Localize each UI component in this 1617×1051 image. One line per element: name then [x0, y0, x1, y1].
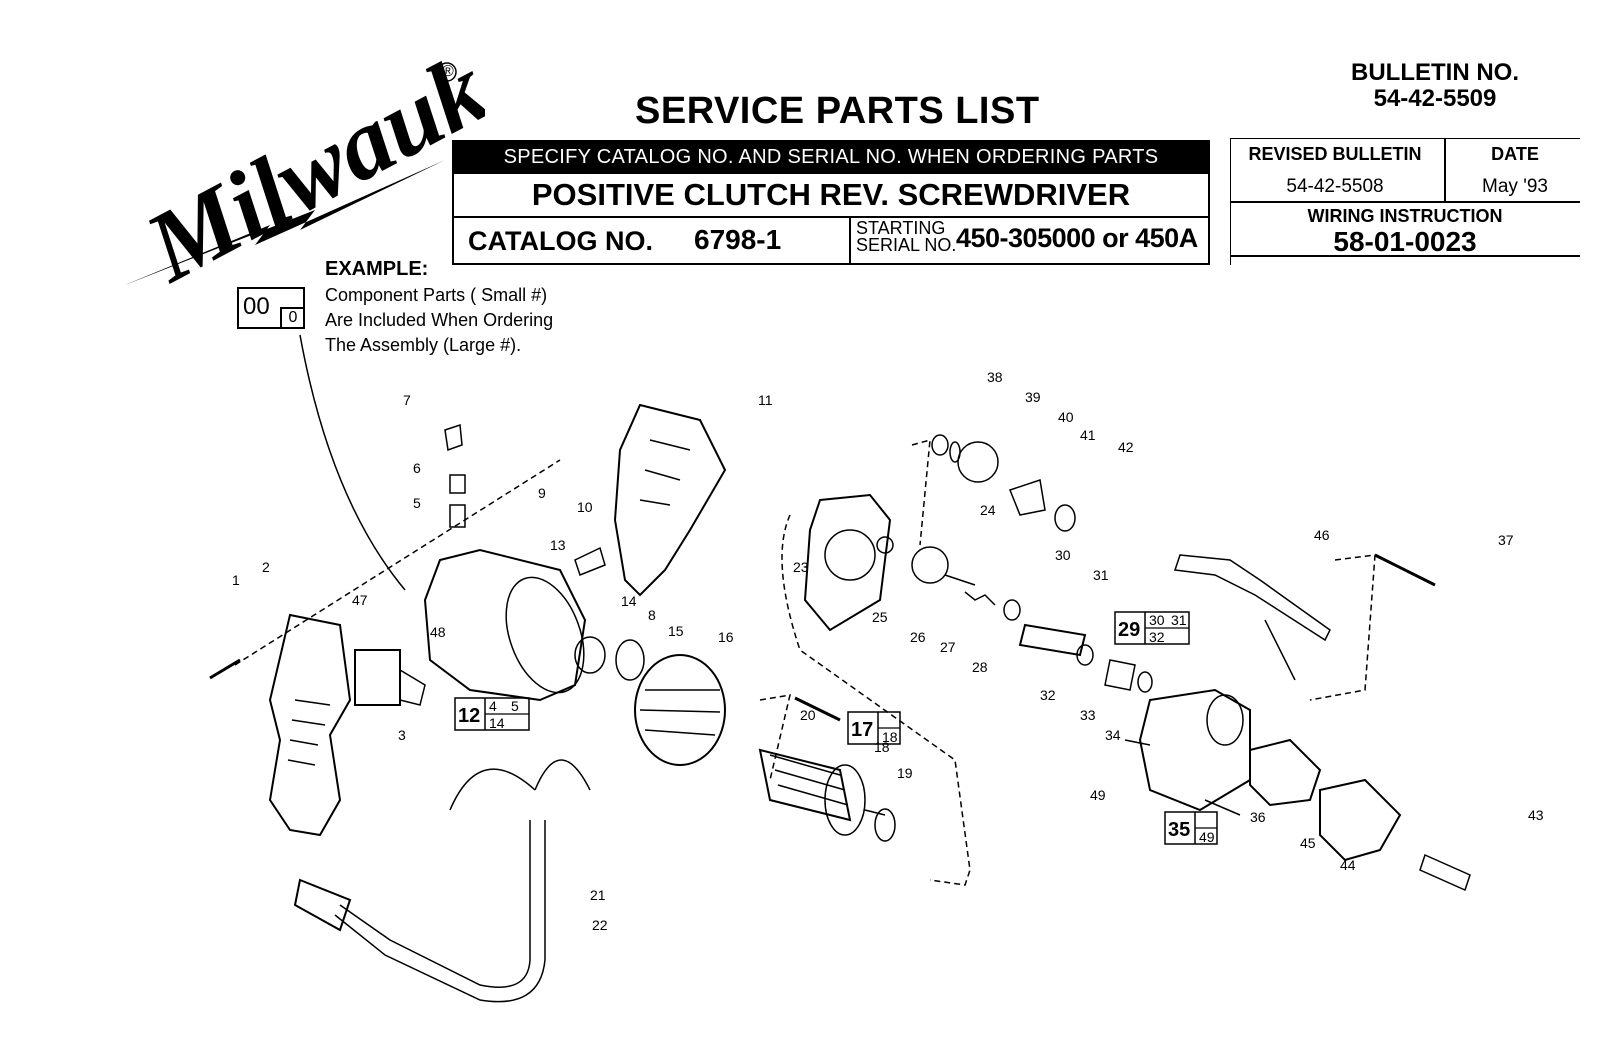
- example-small-number: 0: [280, 307, 304, 329]
- example-line: Are Included When Ordering: [325, 310, 554, 330]
- example-line: Component Parts ( Small #): [325, 285, 548, 305]
- assembly-number: 29: [1118, 619, 1140, 641]
- part-number-label: 44: [1340, 857, 1356, 873]
- part-number-label: 5: [413, 495, 421, 511]
- serial-label-line2: SERIAL NO.: [856, 235, 957, 255]
- part-number-label: 41: [1080, 427, 1096, 443]
- part-number-label: 2: [262, 559, 270, 575]
- product-name: POSITIVE CLUTCH REV. SCREWDRIVER: [452, 174, 1210, 218]
- part-number-label: 37: [1498, 532, 1514, 548]
- bulletin-number-block: BULLETIN NO. 54-42-5509: [1335, 60, 1535, 112]
- component-number: 31: [1171, 612, 1187, 628]
- example-label: EXAMPLE:: [325, 258, 429, 280]
- assembly-callout: 29 30 31 32: [1114, 611, 1190, 645]
- assembly-number: 17: [851, 719, 873, 741]
- part-number-label: 36: [1250, 809, 1266, 825]
- part-number-label: 13: [550, 537, 566, 553]
- part-number-label: 22: [592, 917, 608, 933]
- component-number: 18: [882, 729, 898, 745]
- example-text: Component Parts ( Small #) Are Included …: [325, 283, 553, 358]
- catalog-label: CATALOG NO.: [468, 226, 653, 256]
- revised-bulletin-label: REVISED BULLETIN: [1248, 144, 1422, 164]
- part-number-label: 32: [1040, 687, 1056, 703]
- revision-grid: [1230, 138, 1580, 265]
- serial-number: 450-305000 or 450A: [956, 223, 1198, 253]
- part-number-label: 20: [800, 707, 816, 723]
- part-number-label: 43: [1528, 807, 1544, 823]
- part-number-label: 34: [1105, 727, 1121, 743]
- bulletin-number: 54-42-5509: [1373, 85, 1497, 112]
- component-number: 32: [1149, 629, 1165, 645]
- part-number-label: 49: [1090, 787, 1106, 803]
- catalog-number: 6798-1: [694, 224, 782, 255]
- serial-label: STARTING SERIAL NO.: [856, 218, 957, 255]
- date-value: May '93: [1482, 176, 1548, 197]
- assembly-number: 35: [1168, 819, 1190, 841]
- part-number-label: 28: [972, 659, 988, 675]
- part-number-label: 30: [1055, 547, 1071, 563]
- part-number-label: 8: [648, 607, 656, 623]
- part-number-label: 31: [1093, 567, 1109, 583]
- part-number-label: 14: [621, 593, 637, 609]
- part-number-label: 40: [1058, 409, 1074, 425]
- registered-mark: ®: [442, 63, 454, 80]
- wiring-instruction-label: WIRING INSTRUCTION: [1307, 206, 1503, 226]
- part-number-label: 7: [403, 392, 411, 408]
- part-number-label: 3: [398, 727, 406, 743]
- part-number-label: 42: [1118, 439, 1134, 455]
- date-label: DATE: [1491, 144, 1539, 164]
- part-number-label: 33: [1080, 707, 1096, 723]
- part-number-label: 9: [538, 485, 546, 501]
- divider: [849, 218, 851, 263]
- milwaukee-logo: Milwaukee: [125, 60, 485, 290]
- part-number-label: 47: [352, 592, 368, 608]
- part-number-label: 38: [987, 369, 1003, 385]
- page-title: SERVICE PARTS LIST: [635, 90, 1040, 132]
- part-number-label: 45: [1300, 835, 1316, 851]
- part-number-label: 48: [430, 624, 446, 640]
- wiring-instruction-number: 58-01-0023: [1333, 226, 1477, 257]
- part-number-label: 16: [718, 629, 734, 645]
- revised-bulletin-number: 54-42-5508: [1286, 176, 1384, 197]
- part-number-label: 27: [940, 639, 956, 655]
- component-number: 5: [511, 698, 519, 714]
- part-number-label: 1: [232, 572, 240, 588]
- part-number-label: 23: [793, 559, 809, 575]
- part-number-label: 19: [897, 765, 913, 781]
- part-number-label: 6: [413, 460, 421, 476]
- example-assembly-box: 00 0: [237, 287, 305, 329]
- part-number-label: 10: [577, 499, 593, 515]
- part-number-label: 26: [910, 629, 926, 645]
- component-number: 14: [489, 715, 505, 731]
- serial-label-line1: STARTING: [856, 218, 946, 238]
- part-number-label: 25: [872, 609, 888, 625]
- assembly-number: 12: [458, 705, 480, 727]
- example-line: The Assembly (Large #).: [325, 335, 522, 355]
- part-number-label: 39: [1025, 389, 1041, 405]
- example-large-number: 00: [243, 293, 270, 320]
- bulletin-label: BULLETIN NO.: [1351, 59, 1519, 86]
- diagram-drawing: [209, 334, 1471, 1003]
- catalog-row: CATALOG NO. 6798-1 STARTING SERIAL NO. 4…: [452, 218, 1210, 265]
- part-number-label: 21: [590, 887, 606, 903]
- component-number: 4: [489, 698, 497, 714]
- component-number: 30: [1149, 612, 1165, 628]
- component-number: 49: [1199, 829, 1215, 845]
- revision-info: REVISED BULLETIN 54-42-5508 DATE May '93…: [1230, 138, 1580, 268]
- specify-note-bar: SPECIFY CATALOG NO. AND SERIAL NO. WHEN …: [452, 140, 1210, 174]
- part-number-label: 15: [668, 623, 684, 639]
- assembly-callout: 35 49: [1164, 811, 1218, 845]
- part-number-label: 46: [1314, 527, 1330, 543]
- part-number-label: 11: [758, 392, 773, 408]
- part-number-label: 24: [980, 502, 996, 518]
